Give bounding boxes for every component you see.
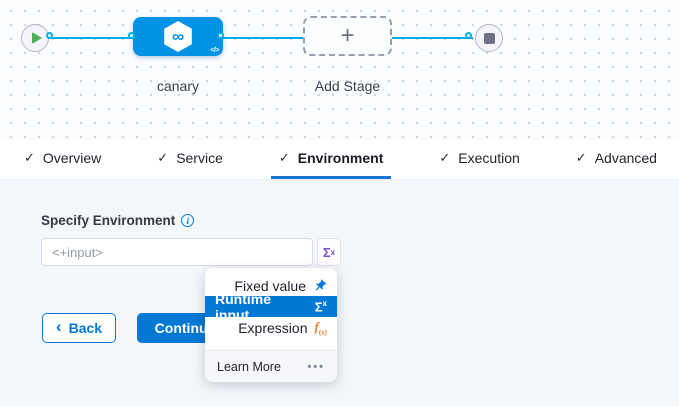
start-node-port[interactable] xyxy=(46,32,53,39)
pipeline-end-node[interactable] xyxy=(475,24,503,52)
menu-item-label: Fixed value xyxy=(234,277,306,294)
environment-input[interactable] xyxy=(41,238,313,266)
field-label-text: Specify Environment xyxy=(41,213,176,228)
pipeline-edge xyxy=(220,37,306,39)
code-icon: </> xyxy=(210,47,219,54)
stage-config-tabs: ✓ Overview ✓ Service ✓ Environment ✓ Exe… xyxy=(0,140,679,180)
pipeline-start-node[interactable] xyxy=(21,24,49,52)
stage-name-label: canary xyxy=(156,78,200,94)
learn-more-row[interactable]: Learn More ••• xyxy=(205,350,337,382)
add-stage-button[interactable]: + xyxy=(303,16,392,56)
check-icon: ✓ xyxy=(575,150,587,166)
stage-in-port[interactable] xyxy=(128,32,135,39)
sigma-icon: Σx xyxy=(314,298,327,315)
tab-overview[interactable]: ✓ Overview xyxy=(16,140,109,179)
play-icon xyxy=(31,32,42,44)
menu-item-label: Expression xyxy=(238,319,308,336)
check-icon: ✓ xyxy=(157,150,169,166)
fx-icon: f(x) xyxy=(314,318,327,337)
menu-item-expression[interactable]: Expression f(x) xyxy=(205,317,337,338)
tab-environment[interactable]: ✓ Environment xyxy=(270,140,392,179)
add-stage-label: Add Stage xyxy=(314,78,381,94)
pipeline-canvas: ∞ </> + canary Add Stage xyxy=(0,0,679,140)
tab-execution[interactable]: ✓ Execution xyxy=(431,140,527,179)
stage-out-port[interactable] xyxy=(217,32,224,39)
menu-item-runtime-input[interactable]: Runtime input Σx xyxy=(205,291,337,323)
ellipsis-icon: ••• xyxy=(307,360,325,373)
sigma-icon: Σ xyxy=(322,244,331,260)
tab-label: Advanced xyxy=(594,150,657,166)
specify-environment-label: Specify Environment i xyxy=(41,213,195,228)
canary-deployment-icon: ∞ xyxy=(164,21,192,52)
back-button-label: Back xyxy=(68,320,103,336)
end-node-port[interactable] xyxy=(465,32,472,39)
infinity-glyph: ∞ xyxy=(171,27,185,46)
tab-service[interactable]: ✓ Service xyxy=(149,140,231,179)
value-type-dropdown: Fixed value Runtime input Σx Expression … xyxy=(205,268,337,382)
learn-more-label: Learn More xyxy=(217,359,281,374)
menu-item-label: Runtime input xyxy=(215,290,271,323)
pipeline-edge xyxy=(48,37,136,39)
pipeline-edge xyxy=(389,37,473,39)
tab-label: Environment xyxy=(297,150,384,166)
pin-icon xyxy=(313,279,327,293)
environment-tab-panel: Specify Environment i Σx ‹ Back Continue… xyxy=(0,180,679,406)
dropdown-items: Fixed value Runtime input Σx Expression … xyxy=(205,268,337,338)
info-icon[interactable]: i xyxy=(181,214,195,227)
check-icon: ✓ xyxy=(24,150,35,166)
stage-node-canary[interactable]: ∞ </> xyxy=(133,17,223,56)
tab-advanced[interactable]: ✓ Advanced xyxy=(568,140,665,179)
tab-label: Service xyxy=(176,150,223,166)
chevron-left-icon: ‹ xyxy=(55,317,62,336)
menu-item-fixed-value[interactable]: Fixed value xyxy=(205,275,337,296)
stop-icon xyxy=(483,32,495,44)
check-icon: ✓ xyxy=(439,150,451,166)
tab-label: Overview xyxy=(42,150,102,166)
check-icon: ✓ xyxy=(278,150,290,166)
tab-label: Execution xyxy=(458,150,520,166)
plus-icon: + xyxy=(340,22,355,49)
back-button[interactable]: ‹ Back xyxy=(42,313,116,343)
